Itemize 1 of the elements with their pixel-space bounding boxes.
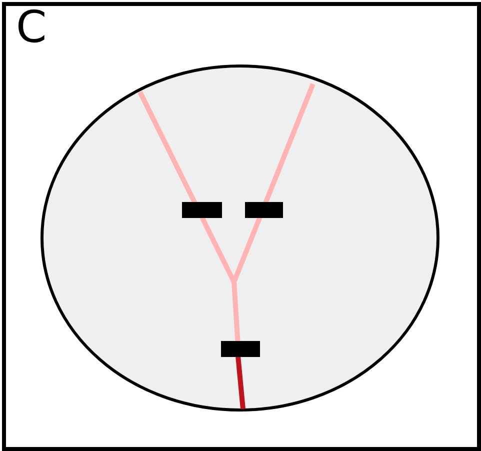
panel-letter: C bbox=[16, 2, 47, 54]
